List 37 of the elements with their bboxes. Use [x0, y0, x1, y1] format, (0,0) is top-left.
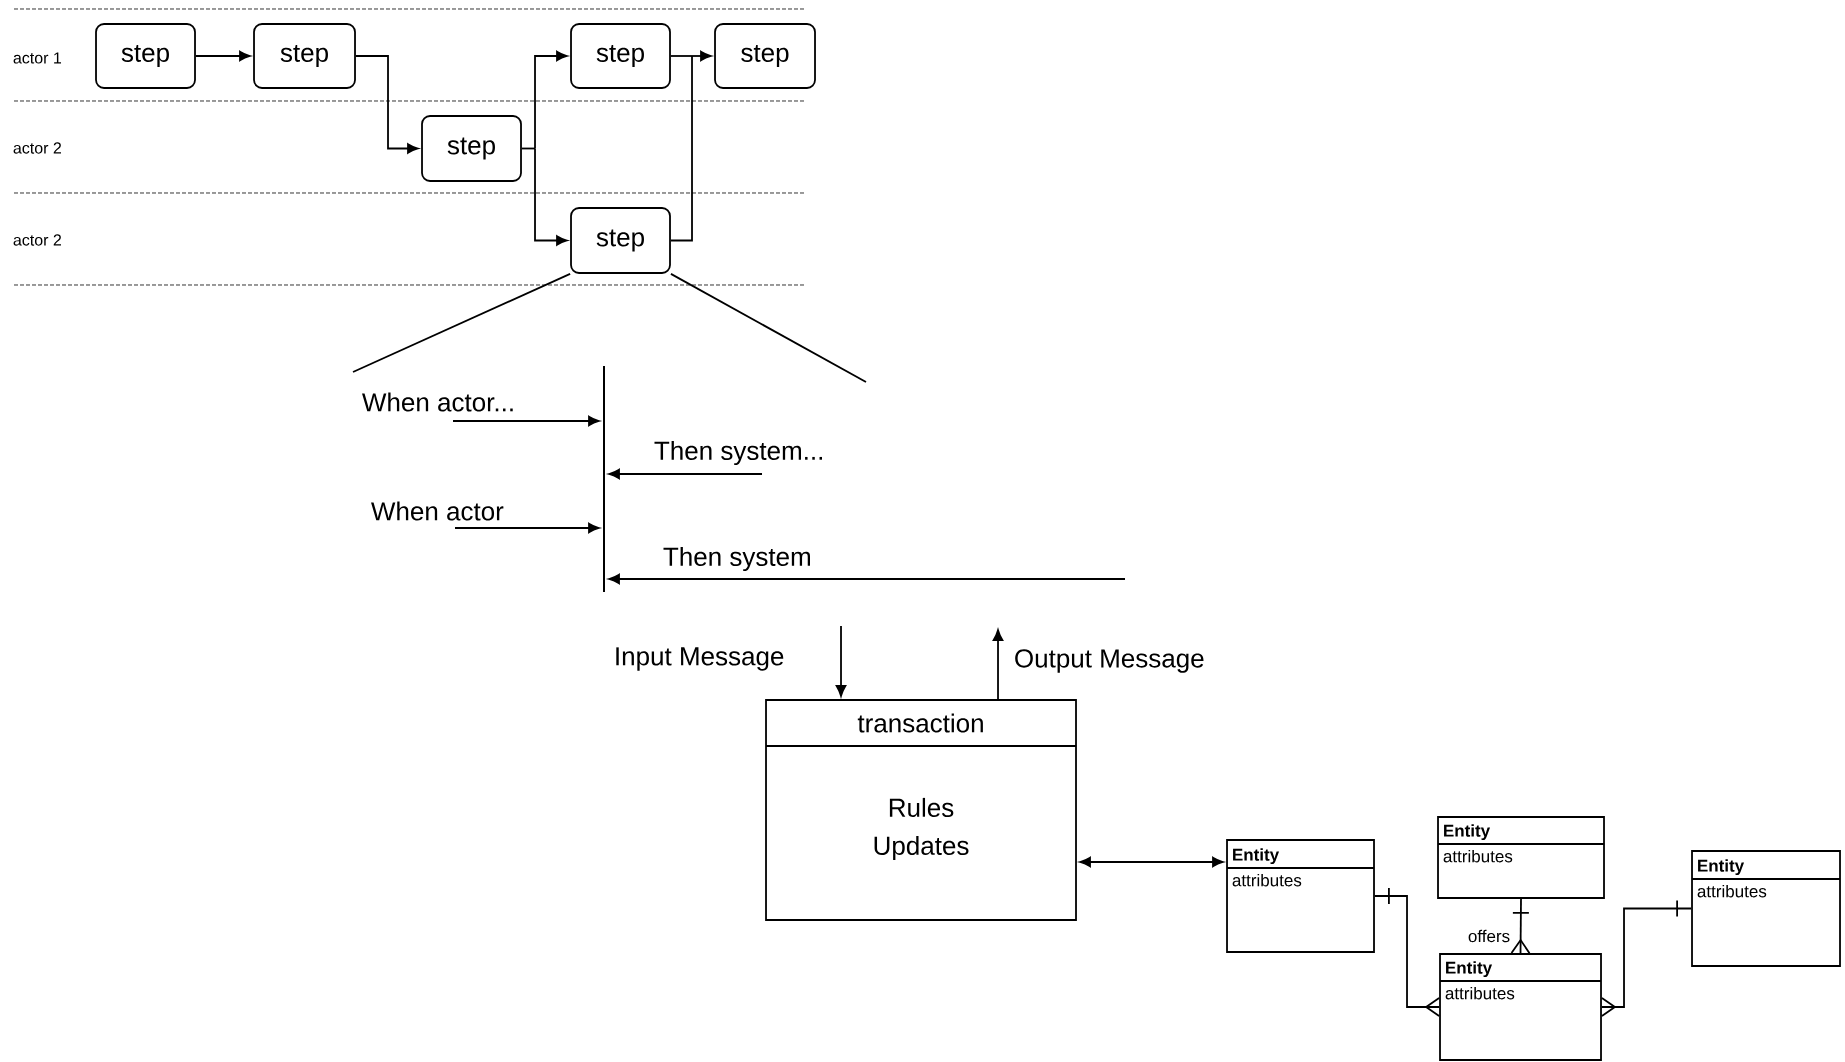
edge-label: Then system	[661, 545, 813, 573]
relationship-line	[1510, 898, 1531, 955]
edge-label: Input Message	[612, 646, 786, 672]
arrow	[355, 55, 419, 154]
transaction-box: transaction Rules Updates	[765, 699, 1077, 921]
step-box: step	[421, 115, 522, 182]
step-box: step	[714, 23, 816, 89]
lane-label: actor 1	[13, 52, 61, 64]
entity-box: Entity attributes	[1439, 953, 1602, 1061]
arrow	[195, 50, 251, 62]
edge-label: When actor...	[360, 391, 517, 413]
step-box: step	[570, 23, 671, 89]
arrow	[454, 522, 600, 534]
step-box: step	[95, 23, 196, 89]
edge-label: Then system...	[652, 439, 826, 467]
lane-label: actor 2	[13, 142, 61, 154]
step-box: step	[253, 23, 356, 89]
arrow	[835, 625, 847, 697]
entity-box: Entity attributes	[1226, 839, 1375, 953]
arrow	[534, 147, 568, 246]
lane-label: actor 2	[13, 234, 61, 246]
edge-label: When actor	[369, 500, 505, 522]
relationship-line	[1374, 887, 1440, 1017]
arrow	[534, 50, 568, 150]
arrow	[608, 573, 1126, 585]
entity-box: Entity attributes	[1691, 850, 1841, 967]
edge-label: Output Message	[1012, 648, 1206, 674]
arrow	[992, 629, 1004, 700]
step-box: step	[570, 207, 671, 274]
double-arrow	[1079, 856, 1224, 868]
arrow	[608, 468, 763, 480]
arrow	[452, 415, 600, 427]
edge-label: offers	[1466, 928, 1512, 944]
entity-box: Entity attributes	[1437, 816, 1605, 899]
arrow	[691, 50, 712, 62]
lifeline-bar	[603, 366, 605, 592]
relationship-line	[1601, 899, 1692, 1017]
